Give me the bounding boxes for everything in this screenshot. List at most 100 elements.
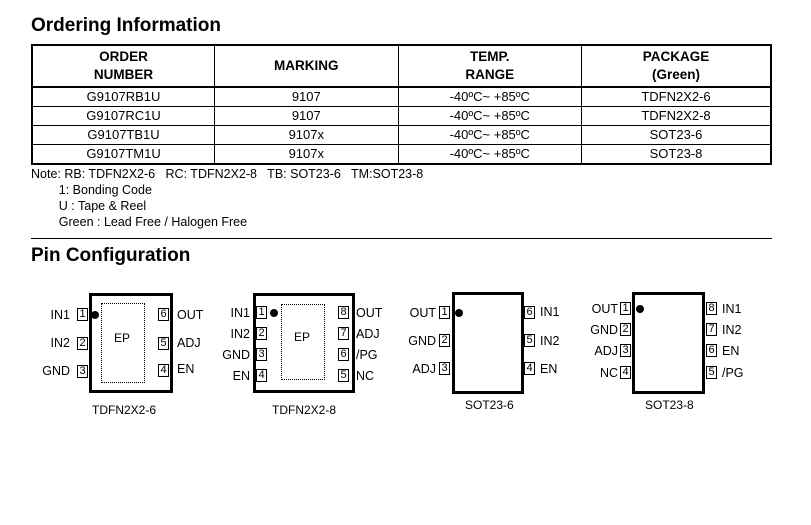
pin1-marker-icon [91, 311, 99, 319]
pin-number: 7 [706, 323, 717, 336]
cell-order-number: G9107RC1U [31, 106, 216, 126]
table-row: G9107RB1U 9107 -40ºC~ +85ºC TDFN2X2-6 [31, 86, 772, 107]
pin-number: 4 [524, 362, 535, 375]
pin-number: 4 [620, 366, 631, 379]
cell-temp-range: -40ºC~ +85ºC [397, 86, 582, 107]
table-row: G9107RC1U 9107 -40ºC~ +85ºC TDFN2X2-8 [31, 106, 772, 126]
pin-label: ADJ [356, 327, 380, 341]
pin1-marker-icon [270, 309, 278, 317]
cell-order-number: G9107TM1U [31, 144, 216, 165]
pin-label: GND [42, 364, 70, 378]
pin-number: 8 [706, 302, 717, 315]
pin-number: 2 [256, 327, 267, 340]
header-package: PACKAGE(Green) [580, 44, 772, 88]
cell-marking: 9107 [214, 106, 399, 126]
pin-label: GND [408, 334, 436, 348]
pin-number: 3 [256, 348, 267, 361]
pin-number: 7 [338, 327, 349, 340]
pin-number: 2 [77, 337, 88, 350]
pin-number: 4 [256, 369, 267, 382]
pin-label: IN2 [230, 327, 250, 341]
pin-label: /PG [722, 366, 744, 380]
pin-number: 3 [439, 362, 450, 375]
header-marking: MARKING [214, 44, 399, 88]
package-caption: TDFN2X2-8 [272, 403, 337, 417]
pin-label: EN [722, 344, 740, 358]
pin-label: /PG [356, 348, 378, 362]
pin-label: IN2 [540, 334, 560, 348]
table-row: G9107TB1U 9107x -40ºC~ +85ºC SOT23-6 [31, 125, 772, 145]
note-line: 1: Bonding Code [31, 183, 152, 197]
cell-marking: 9107x [214, 144, 399, 165]
pin-label: IN1 [50, 308, 70, 322]
header-temp-range: TEMP.RANGE [397, 44, 582, 88]
pin-number: 8 [338, 306, 349, 319]
pin-label: IN2 [50, 336, 70, 350]
pin-label: IN1 [230, 306, 250, 320]
cell-marking: 9107x [214, 125, 399, 145]
pin-number: 1 [256, 306, 267, 319]
exposed-pad [281, 304, 325, 380]
cell-temp-range: -40ºC~ +85ºC [397, 125, 582, 145]
pin-label: EN [540, 362, 558, 376]
package-body [632, 292, 705, 394]
exposed-pad-label: EP [114, 331, 131, 345]
pin-number: 5 [158, 337, 169, 350]
table-row: G9107TM1U 9107x -40ºC~ +85ºC SOT23-8 [31, 144, 772, 165]
cell-temp-range: -40ºC~ +85ºC [397, 106, 582, 126]
pin-number: 2 [620, 323, 631, 336]
cell-package: TDFN2X2-6 [580, 86, 772, 107]
pin-label: OUT [177, 308, 204, 322]
cell-order-number: G9107TB1U [31, 125, 216, 145]
cell-temp-range: -40ºC~ +85ºC [397, 144, 582, 165]
ordering-notes: Note: RB: TDFN2X2-6 RC: TDFN2X2-8 TB: SO… [31, 166, 423, 230]
pin-label: NC [599, 366, 618, 380]
package-caption: SOT23-8 [645, 398, 694, 412]
pin-label: GND [590, 323, 618, 337]
exposed-pad-label: EP [294, 330, 311, 344]
pin-label: ADJ [412, 362, 436, 376]
pin-number: 3 [77, 365, 88, 378]
pin-number: 5 [524, 334, 535, 347]
pin-label: EN [177, 362, 195, 376]
pin1-marker-icon [636, 305, 644, 313]
pin-label: OUT [591, 302, 618, 316]
pin-number: 6 [338, 348, 349, 361]
pin-label: GND [222, 348, 250, 362]
pin-number: 4 [158, 364, 169, 377]
pin-label: IN1 [722, 302, 742, 316]
pin-label: OUT [409, 306, 436, 320]
pin-label: NC [356, 369, 375, 383]
pin-label: OUT [356, 306, 383, 320]
ordering-title: Ordering Information [31, 15, 221, 36]
note-line: U : Tape & Reel [31, 199, 147, 213]
exposed-pad [101, 303, 145, 383]
pin-label: ADJ [594, 344, 618, 358]
note-line: Note: RB: TDFN2X2-6 RC: TDFN2X2-8 TB: SO… [31, 167, 424, 181]
pin-label: IN2 [722, 323, 742, 337]
pin-number: 5 [338, 369, 349, 382]
pin-config-title: Pin Configuration [31, 245, 191, 266]
pin-number: 1 [620, 302, 631, 315]
pin-number: 6 [706, 344, 717, 357]
pin-number: 1 [77, 308, 88, 321]
pin-label: EN [232, 369, 250, 383]
package-body [452, 292, 524, 394]
pin-label: IN1 [540, 305, 560, 319]
package-caption: TDFN2X2-6 [92, 403, 157, 417]
pin-number: 3 [620, 344, 631, 357]
pin-number: 5 [706, 366, 717, 379]
cell-marking: 9107 [214, 86, 399, 107]
section-divider [31, 238, 772, 239]
pin-number: 1 [439, 306, 450, 319]
pin-number: 6 [158, 308, 169, 321]
note-line: Green : Lead Free / Halogen Free [31, 215, 248, 229]
cell-package: TDFN2X2-8 [580, 106, 772, 126]
pin1-marker-icon [455, 309, 463, 317]
pin-number: 2 [439, 334, 450, 347]
pin-label: ADJ [177, 336, 201, 350]
package-caption: SOT23-6 [465, 398, 514, 412]
pin-number: 6 [524, 306, 535, 319]
